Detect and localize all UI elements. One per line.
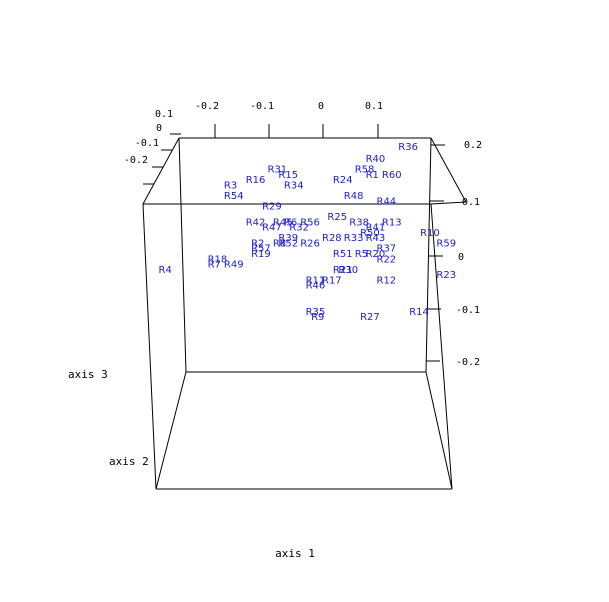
- point-label: R51: [333, 249, 353, 260]
- point-label: R23: [436, 270, 456, 281]
- point-label: R17: [322, 275, 342, 286]
- y-axis-title: axis 2: [109, 455, 149, 468]
- point-label: R34: [284, 181, 304, 192]
- z-tick-label: 0: [458, 252, 464, 263]
- x-axis: -0.2 -0.1 0 0.1: [195, 101, 383, 138]
- point-label: R54: [224, 191, 244, 202]
- box-edge: [430, 137, 467, 203]
- point-label: R44: [377, 196, 397, 207]
- point-label: R56: [300, 217, 320, 228]
- point-label: R4: [159, 265, 172, 276]
- point-label: R36: [398, 142, 418, 153]
- z-axis: 0.2 0.1 0 -0.1 -0.2: [426, 140, 482, 368]
- point-label: R38: [349, 217, 369, 228]
- point-label: R37: [377, 244, 397, 255]
- point-label: R25: [327, 212, 347, 223]
- point-label: R40: [366, 154, 386, 165]
- point-label: R29: [262, 202, 282, 213]
- point-label: R21: [333, 265, 353, 276]
- point-label: R26: [300, 239, 320, 250]
- x-tick-label: -0.1: [250, 101, 274, 112]
- point-label: R1: [366, 170, 379, 181]
- box-edge: [142, 203, 157, 490]
- point-label: R59: [436, 239, 456, 250]
- box-edge: [178, 137, 187, 373]
- box-edge: [425, 137, 432, 373]
- point-label: R5: [355, 249, 368, 260]
- y-tick-label: 0: [156, 123, 162, 134]
- y-tick-label: -0.1: [135, 138, 159, 149]
- point-label: R32: [289, 223, 309, 234]
- point-label: R47: [262, 223, 282, 234]
- box-edge: [142, 137, 180, 205]
- point-label: R28: [322, 233, 342, 244]
- point-label: R2: [251, 239, 264, 250]
- z-tick-label: 0.1: [462, 197, 480, 208]
- box-edge: [425, 371, 453, 490]
- point-label: R39: [278, 233, 298, 244]
- point-label: R15: [278, 170, 298, 181]
- point-label: R50: [360, 228, 380, 239]
- point-label: R11: [306, 275, 326, 286]
- point-label: R16: [246, 175, 266, 186]
- point-label: R43: [366, 233, 386, 244]
- point-label: R14: [409, 307, 429, 318]
- point-label: R49: [224, 260, 244, 271]
- point-label: R12: [377, 275, 397, 286]
- z-axis-title: axis 3: [68, 368, 108, 381]
- point-label: R24: [333, 175, 353, 186]
- point-label: R27: [360, 312, 380, 323]
- point-label: R31: [268, 165, 288, 176]
- point-label: R3: [224, 181, 237, 192]
- point-label: R8: [273, 239, 286, 250]
- point-label: R42: [246, 217, 266, 228]
- box-frame: [142, 137, 467, 490]
- point-label: R7: [208, 260, 221, 271]
- point-label: R19: [251, 249, 271, 260]
- z-tick-label: 0.2: [464, 140, 482, 151]
- point-label: R33: [344, 233, 364, 244]
- point-label: R6: [284, 217, 297, 228]
- box-edge: [430, 201, 467, 205]
- y-tick-label: -0.2: [124, 155, 148, 166]
- point-label: R9: [311, 312, 324, 323]
- box-edge: [430, 203, 453, 490]
- point-label: R57: [251, 244, 271, 255]
- x-tick-label: 0: [318, 101, 324, 112]
- x-tick-label: 0.1: [365, 101, 383, 112]
- x-tick-label: -0.2: [195, 101, 219, 112]
- point-label: R35: [306, 307, 326, 318]
- point-label: R10: [420, 228, 440, 239]
- point-label: R22: [377, 254, 397, 265]
- point-label: R48: [344, 191, 364, 202]
- box-edge: [155, 371, 187, 490]
- point-label: R60: [382, 170, 402, 181]
- point-label: R20: [366, 249, 386, 260]
- point-label: R46: [306, 281, 326, 292]
- point-label: R13: [382, 217, 402, 228]
- z-tick-label: -0.1: [456, 305, 480, 316]
- z-tick-label: -0.2: [456, 357, 480, 368]
- point-label: R45: [273, 217, 293, 228]
- point-label: R41: [366, 223, 386, 234]
- point-label: R52: [278, 239, 298, 250]
- point-label: R30: [338, 265, 358, 276]
- y-tick-label: 0.1: [155, 109, 173, 120]
- y-axis: -0.2 -0.1 0 0.1: [124, 109, 181, 185]
- point-label: R18: [208, 254, 228, 265]
- point-label: R58: [355, 165, 375, 176]
- x-axis-title: axis 1: [275, 547, 315, 560]
